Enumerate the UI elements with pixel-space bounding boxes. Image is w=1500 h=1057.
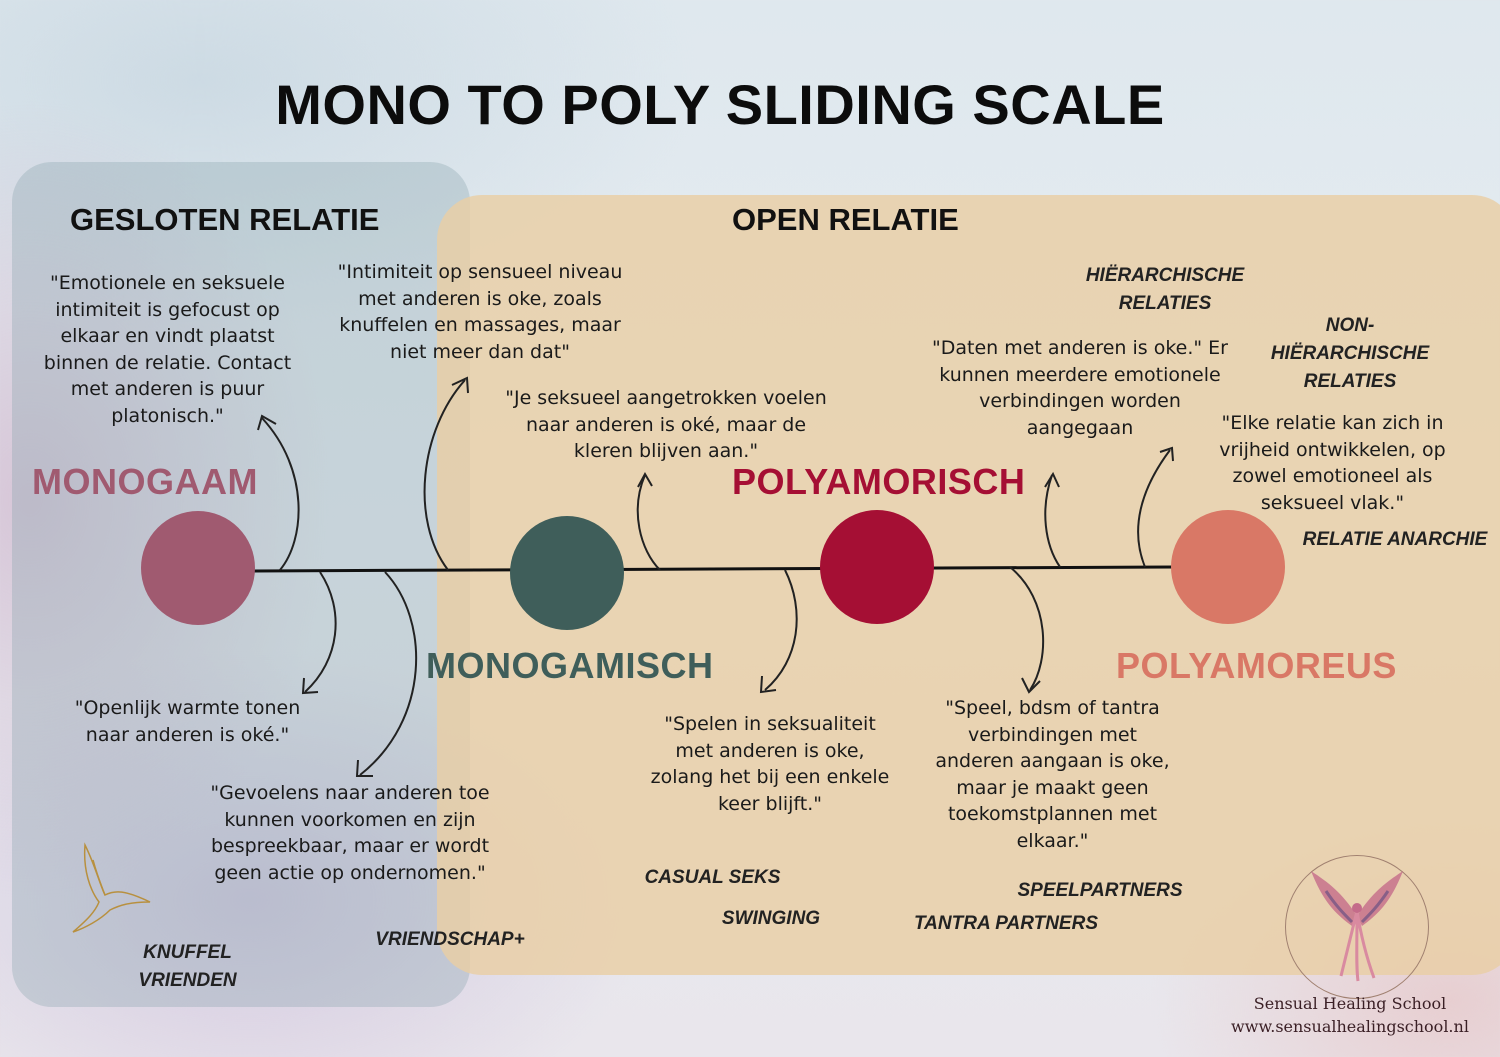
- stage-label-polyamoreus: POLYAMOREUS: [1116, 645, 1397, 686]
- arrow-q1: [261, 417, 300, 571]
- quote-dating: "Daten met anderen is oke." Er kunnen me…: [931, 337, 1228, 439]
- arrow-q9: [1009, 566, 1045, 691]
- tag-non-hierarchical: NON-HIËRARCHISCHE RELATIES: [1270, 315, 1430, 392]
- tag-relationship-anarchy: RELATIE ANARCHIE: [1302, 529, 1488, 550]
- tag-swinging: SWINGING: [721, 908, 821, 929]
- quote-freedom: "Elke relatie kan zich in vrijheid ontwi…: [1219, 412, 1446, 514]
- tag-hierarchical: HIËRARCHISCHE RELATIES: [1085, 265, 1245, 314]
- arrow-q3: [636, 474, 661, 571]
- arrow-q5: [1137, 449, 1171, 568]
- arrow-q4: [1044, 474, 1061, 568]
- page-title: MONO TO POLY SLIDING SCALE: [275, 73, 1165, 136]
- quote-sensual: "Intimiteit op sensueel niveau met ander…: [337, 261, 623, 363]
- stage-label-monogamisch: MONOGAMISCH: [426, 645, 714, 686]
- bird-icon: [72, 842, 151, 933]
- quote-feelings: "Gevoelens naar anderen toe kunnen voork…: [210, 782, 490, 884]
- section-open-heading: OPEN RELATIE: [732, 202, 959, 237]
- scale-line: [249, 565, 1176, 573]
- footer: Sensual Healing School www.sensualhealin…: [1200, 992, 1500, 1038]
- stage-circle-polyamorisch: [820, 510, 934, 624]
- section-closed-heading: GESLOTEN RELATIE: [70, 202, 380, 237]
- tag-casual-sex: CASUAL SEKS: [644, 867, 781, 888]
- arrow-q7: [359, 571, 418, 776]
- footer-school-name: Sensual Healing School: [1253, 994, 1447, 1013]
- tag-friendship-plus: VRIENDSCHAP+: [375, 929, 525, 950]
- footer-url[interactable]: www.sensualhealingschool.nl: [1231, 1017, 1469, 1036]
- quote-warmth: "Openlijk warmte tonen naar anderen is o…: [74, 697, 301, 746]
- arrow-q2: [423, 379, 466, 571]
- tag-tantra-partners: TANTRA PARTNERS: [913, 913, 1099, 934]
- stage-circle-monogaam: [141, 511, 255, 625]
- phoenix-icon: [1311, 871, 1403, 982]
- tag-cuddle-friends: KNUFFEL VRIENDEN: [138, 942, 237, 991]
- stage-label-monogaam: MONOGAAM: [32, 461, 258, 502]
- quote-attraction: "Je seksueel aangetrokken voelen naar an…: [505, 387, 827, 462]
- arrow-q8: [764, 569, 798, 691]
- quote-playing: "Spelen in seksualiteit met anderen is o…: [650, 713, 890, 815]
- arrow-q6: [304, 571, 337, 693]
- stage-circle-polyamoreus: [1171, 510, 1285, 624]
- quote-bdsm-tantra: "Speel, bdsm of tantra verbindingen met …: [935, 697, 1170, 852]
- stage-label-polyamorisch: POLYAMORISCH: [732, 461, 1026, 502]
- tag-play-partners: SPEELPARTNERS: [1017, 880, 1183, 901]
- logo: [1285, 855, 1429, 999]
- quote-monogaam: "Emotionele en seksuele intimiteit is ge…: [43, 272, 292, 427]
- stage-circle-monogamisch: [510, 516, 624, 630]
